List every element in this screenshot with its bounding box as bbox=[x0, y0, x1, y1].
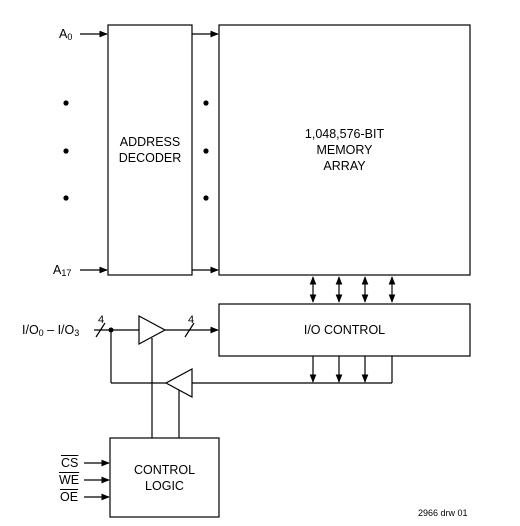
io-label-part1: I/O bbox=[22, 323, 39, 337]
memory-array-line2: MEMORY bbox=[316, 143, 373, 157]
bus-slash-left bbox=[95, 322, 106, 338]
memory-array-line3: ARRAY bbox=[323, 159, 366, 173]
memory-array-box bbox=[218, 24, 471, 276]
io-label-sub2: 3 bbox=[74, 328, 80, 338]
address-decoder-label: ADDRESS DECODER bbox=[108, 134, 192, 166]
control-logic-line2: LOGIC bbox=[145, 479, 184, 493]
io-control-box bbox=[218, 303, 471, 357]
ellipsis-dot bbox=[63, 148, 69, 154]
address-decoder-box bbox=[107, 24, 193, 276]
a0-label-main: A bbox=[59, 27, 68, 41]
a17-label-sub: 17 bbox=[61, 268, 72, 278]
memory-array-label: 1,048,576-BIT MEMORY ARRAY bbox=[219, 126, 470, 174]
io-control-label: I/O CONTROL bbox=[303, 323, 386, 337]
ellipsis-dot bbox=[203, 195, 209, 201]
control-logic-label: CONTROL LOGIC bbox=[110, 462, 219, 494]
we-label: WE bbox=[59, 473, 80, 487]
ellipsis-dot bbox=[63, 100, 69, 106]
ellipsis-dot bbox=[203, 100, 209, 106]
a17-label-main: A bbox=[53, 263, 62, 277]
cs-label: CS bbox=[61, 456, 79, 470]
address-decoder-line1: ADDRESS bbox=[119, 135, 181, 149]
oe-label: OE bbox=[60, 490, 79, 504]
io-label-sub1: 0 bbox=[38, 328, 44, 338]
io-pins-label: I/O0 – I/O3 bbox=[22, 322, 79, 341]
drawing-id: 2966 drw 01 bbox=[418, 508, 468, 518]
bus-width-right-label: 4 bbox=[188, 314, 195, 326]
address-decoder-line2: DECODER bbox=[118, 151, 182, 165]
memory-array-line1: 1,048,576-BIT bbox=[304, 127, 385, 141]
ellipsis-dot bbox=[203, 148, 209, 154]
input-buffer bbox=[138, 314, 167, 346]
junction-dot bbox=[108, 327, 114, 333]
a0-label-sub: 0 bbox=[67, 32, 73, 42]
bus-width-left-label: 4 bbox=[98, 314, 105, 326]
control-logic-box bbox=[109, 437, 220, 518]
control-logic-line1: CONTROL bbox=[133, 463, 196, 477]
a17-label: A17 bbox=[53, 262, 71, 281]
ellipsis-dot bbox=[63, 195, 69, 201]
bus-slash-right bbox=[184, 322, 195, 338]
a0-label: A0 bbox=[59, 26, 72, 45]
io-label-mid: – I/O bbox=[43, 323, 75, 337]
